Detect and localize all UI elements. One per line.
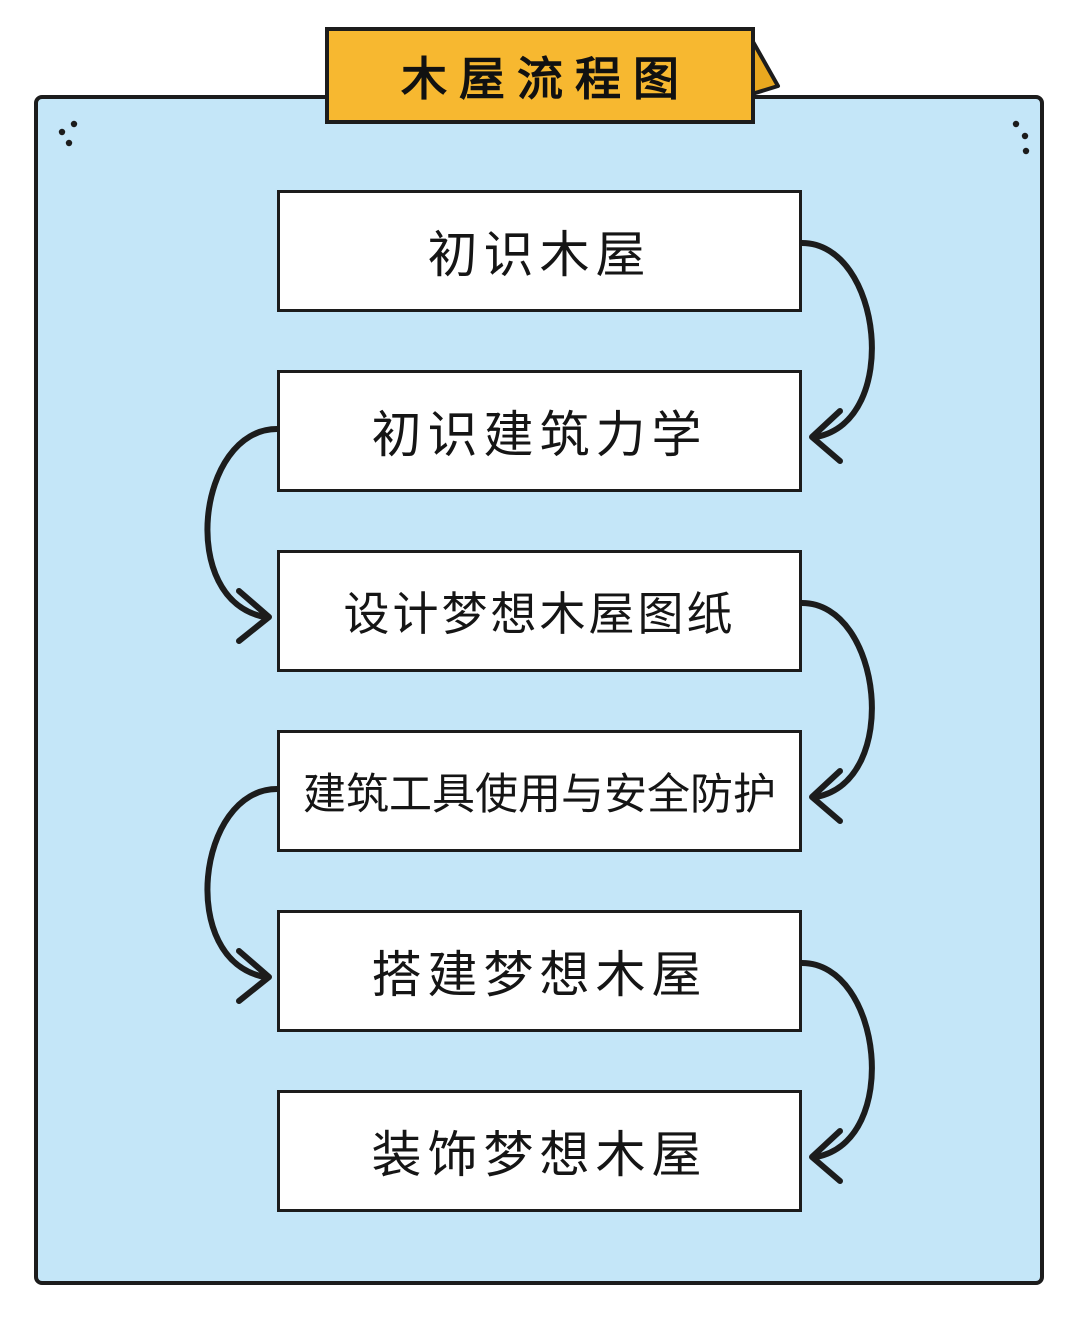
connector-arrow-5	[799, 960, 875, 1160]
connector-arrow-3	[799, 600, 875, 800]
step-box-3: 设计梦想木屋图纸	[277, 550, 802, 672]
step-label-6: 装饰梦想木屋	[371, 1126, 708, 1184]
decorative-dots-right	[1012, 120, 1030, 155]
step-box-5: 搭建梦想木屋	[277, 910, 802, 1032]
step-label-1: 初识木屋	[427, 226, 652, 284]
step-label-4: 建筑工具使用与安全防护	[303, 770, 776, 820]
title-banner: 木屋流程图	[325, 27, 755, 124]
connector-arrowhead-5	[809, 1128, 843, 1184]
step-box-2: 初识建筑力学	[277, 370, 802, 492]
connector-arrow-4	[204, 786, 280, 980]
connector-arrowhead-2	[236, 588, 272, 644]
connector-arrow-2	[204, 426, 280, 620]
step-label-3: 设计梦想木屋图纸	[343, 587, 736, 641]
connector-arrowhead-1	[809, 408, 843, 464]
step-box-1: 初识木屋	[277, 190, 802, 312]
step-box-4: 建筑工具使用与安全防护	[277, 730, 802, 852]
diagram-title: 木屋流程图	[401, 51, 691, 106]
connector-arrowhead-3	[809, 768, 843, 824]
connector-arrowhead-4	[236, 948, 272, 1004]
step-box-6: 装饰梦想木屋	[277, 1090, 802, 1212]
step-label-2: 初识建筑力学	[371, 406, 708, 464]
step-label-5: 搭建梦想木屋	[371, 946, 708, 1004]
connector-arrow-1	[799, 240, 875, 440]
decorative-dots-left	[58, 120, 78, 147]
